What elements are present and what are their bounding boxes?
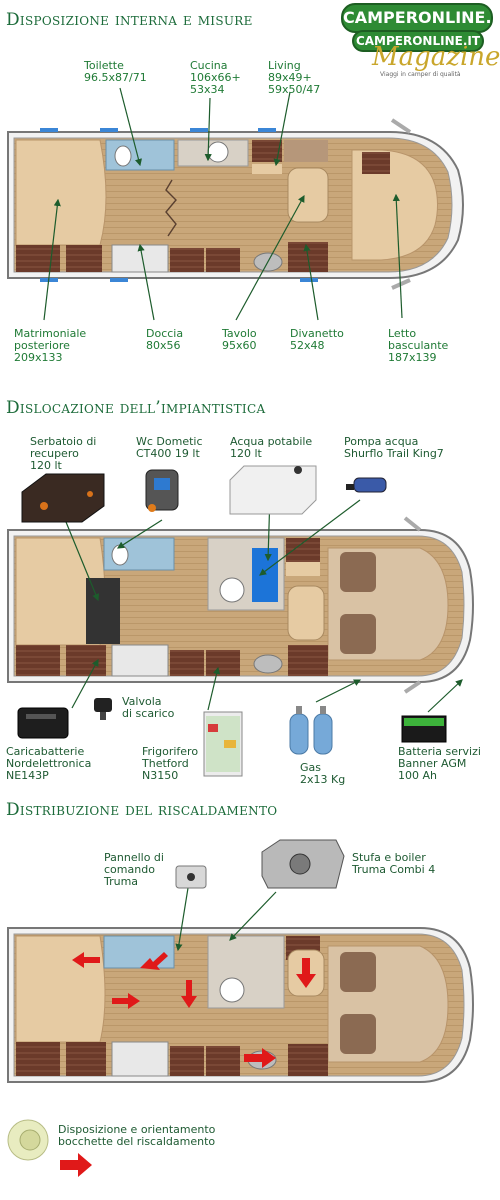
legend-heating: Disposizione e orientamento bocchette de… [58, 1123, 216, 1148]
label-serbatoio: Serbatoio di recupero 120 lt [30, 435, 97, 472]
label-stufa: Stufa e boiler Truma Combi 4 [352, 851, 436, 876]
label-letto: Letto basculante 187x139 [388, 327, 449, 364]
battery-charger-icon [17, 707, 69, 739]
wc-cassette-icon [145, 469, 179, 512]
gas-bottles-icon [289, 706, 333, 755]
service-battery-icon [401, 715, 447, 743]
plan-systems [7, 493, 474, 713]
truma-combi-icon [261, 839, 345, 889]
label-pannello: Pannello di comando Truma [104, 851, 164, 888]
label-batteria: Batteria servizi Banner AGM 100 Ah [398, 745, 481, 782]
section-title-layout: Disposizione interna e misure [6, 10, 253, 30]
label-doccia: Doccia 80x56 [146, 327, 184, 352]
plan-layout [7, 87, 464, 321]
camperonline-logo-small: CAMPERONLINE.IT [352, 30, 484, 52]
label-pompa: Pompa acqua Shurflo Trail King7 [344, 435, 444, 460]
section-title-systems: Dislocazione dell’impiantistica [6, 398, 266, 418]
camperonline-logo: CAMPERONLINE.IT [341, 3, 500, 33]
water-pump-icon [346, 477, 387, 493]
heating-vent-icon [7, 1119, 49, 1161]
label-living: Living 89x49+ 59x50/47 [268, 59, 321, 96]
label-valvola: Valvola di scarico [122, 695, 175, 720]
plan-heating [7, 887, 474, 1177]
fresh-water-tank-icon [229, 465, 317, 515]
label-cucina: Cucina 106x66+ 53x34 [190, 59, 241, 96]
control-panel-icon [175, 865, 207, 889]
label-toilette: Toilette 96.5x87/71 [84, 59, 147, 84]
label-acqua: Acqua potabile 120 lt [230, 435, 313, 460]
fridge-icon [203, 711, 243, 777]
label-wc: Wc Dometic CT400 19 lt [136, 435, 203, 460]
label-tavolo: Tavolo 95x60 [222, 327, 257, 352]
label-matrimoniale: Matrimoniale posteriore 209x133 [14, 327, 87, 364]
drain-valve-icon [94, 698, 112, 720]
label-frigorifero: Frigorifero Thetford N3150 [142, 745, 199, 782]
label-caricabatterie: Caricabatterie Nordelettronica NE143P [6, 745, 92, 782]
label-gas: Gas 2x13 Kg [300, 761, 346, 786]
magazine-tagline: Viaggi in camper di qualità [380, 71, 461, 78]
section-title-heating: Distribuzione del riscaldamento [6, 800, 278, 820]
magazine-logo: Magazine [372, 42, 500, 72]
label-divanetto: Divanetto 52x48 [290, 327, 344, 352]
grey-water-tank-icon [21, 473, 105, 523]
